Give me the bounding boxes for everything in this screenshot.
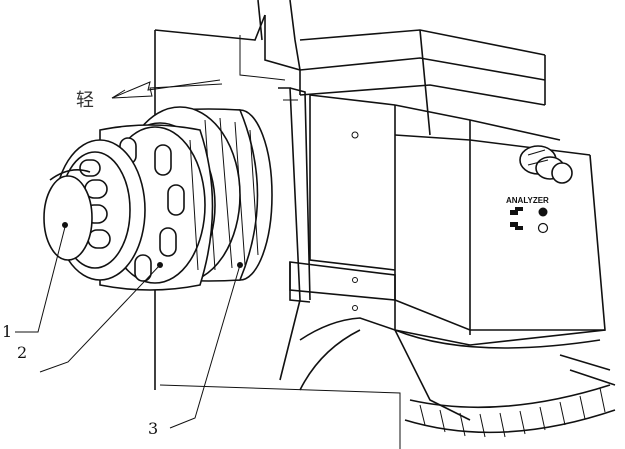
callout-3: 3 — [148, 419, 158, 438]
analyzer-label: ANALYZER — [506, 196, 549, 205]
analyzer-control — [519, 145, 573, 184]
upper-block — [299, 29, 546, 136]
direction-arrow — [111, 79, 223, 99]
analyzer-slider-icon — [510, 207, 523, 230]
callout-1: 1 — [2, 322, 12, 341]
vertical-post — [278, 87, 311, 381]
main-housing — [289, 94, 606, 346]
analyzer-on-indicator — [538, 207, 548, 217]
analyzer-off-indicator — [537, 222, 549, 234]
callout-2: 2 — [17, 343, 27, 362]
lower-turret — [299, 317, 616, 438]
direction-label: 轻 — [76, 90, 94, 111]
inner-focus-knob — [43, 139, 146, 281]
leader-lines — [15, 226, 243, 429]
